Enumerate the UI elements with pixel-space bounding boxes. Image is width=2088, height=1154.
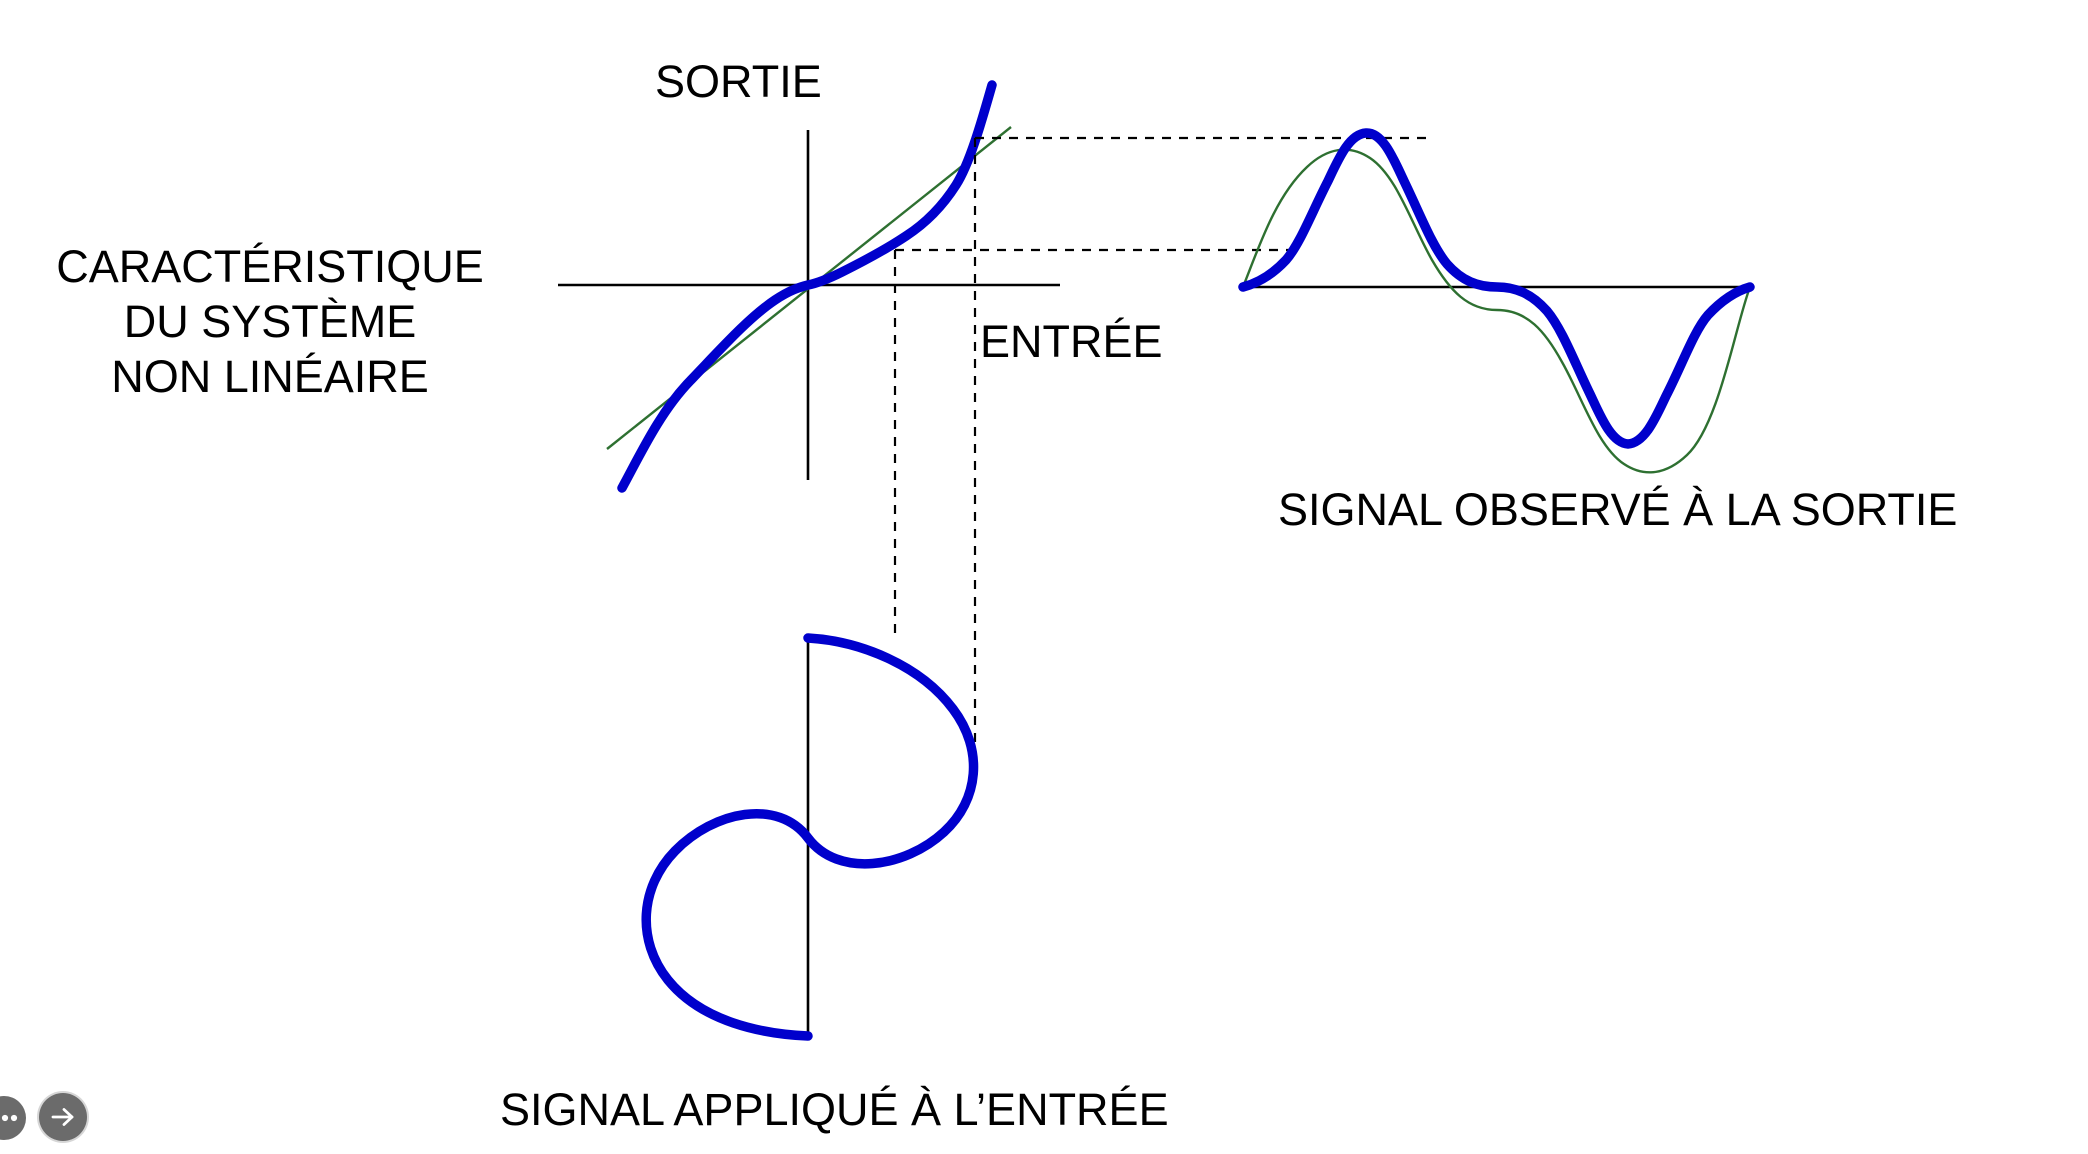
output-distorted-waveform — [1238, 128, 1755, 449]
y-axis-label-sortie: SORTIE — [655, 56, 822, 107]
characteristic-caption-line-1: CARACTÉRISTIQUE — [56, 241, 484, 292]
characteristic-plot — [558, 80, 1060, 493]
projection-lines — [893, 136, 1430, 757]
input-signal-plot — [641, 633, 979, 1041]
characteristic-caption-line-2: DU SYSTÈME — [123, 295, 417, 347]
output-signal-plot — [1238, 128, 1755, 474]
input-sine-waveform — [641, 633, 979, 1041]
nonlinear-characteristic-curve — [617, 80, 997, 493]
x-axis-label-entree: ENTRÉE — [980, 316, 1163, 367]
input-signal-caption: SIGNAL APPLIQUÉ À L’ENTRÉE — [500, 1084, 1169, 1135]
output-signal-caption: SIGNAL OBSERVÉ À LA SORTIE — [1278, 484, 1958, 535]
characteristic-caption-line-3: NON LINÉAIRE — [111, 350, 429, 402]
characteristic-caption: CARACTÉRISTIQUE DU SYSTÈME NON LINÉAIRE — [0, 240, 540, 405]
ellipsis-icon — [1, 1114, 18, 1122]
next-slide-button[interactable] — [39, 1093, 87, 1141]
arrow-right-icon — [51, 1108, 74, 1126]
output-reference-sine — [1241, 148, 1752, 474]
